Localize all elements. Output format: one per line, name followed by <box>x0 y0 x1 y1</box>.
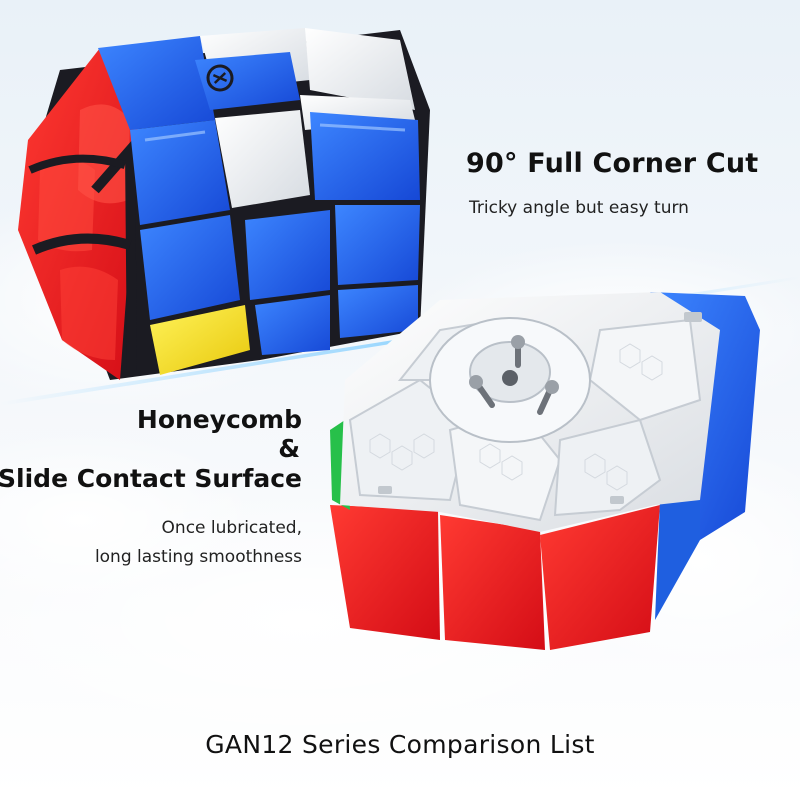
feature-description-line-2: long lasting smoothness <box>94 547 302 567</box>
bottom-cube-internal <box>330 292 760 650</box>
feature-honeycomb: Honeycomb & Slide Contact Surface Once l… <box>0 404 302 572</box>
feature-description-line-1: Once lubricated, <box>161 518 302 538</box>
feature-title-ampersand: & <box>278 434 300 463</box>
feature-description-honeycomb: Once lubricated, long lasting smoothness <box>0 514 302 572</box>
comparison-list-heading: GAN12 Series Comparison List <box>205 730 595 759</box>
feature-title-honeycomb: Honeycomb <box>136 405 302 434</box>
feature-title-slide-contact: Slide Contact Surface <box>0 464 302 493</box>
top-cube <box>18 28 430 380</box>
feature-description-corner-cut: Tricky angle but easy turn <box>469 198 689 218</box>
feature-title-corner-cut: 90° Full Corner Cut <box>466 148 759 179</box>
